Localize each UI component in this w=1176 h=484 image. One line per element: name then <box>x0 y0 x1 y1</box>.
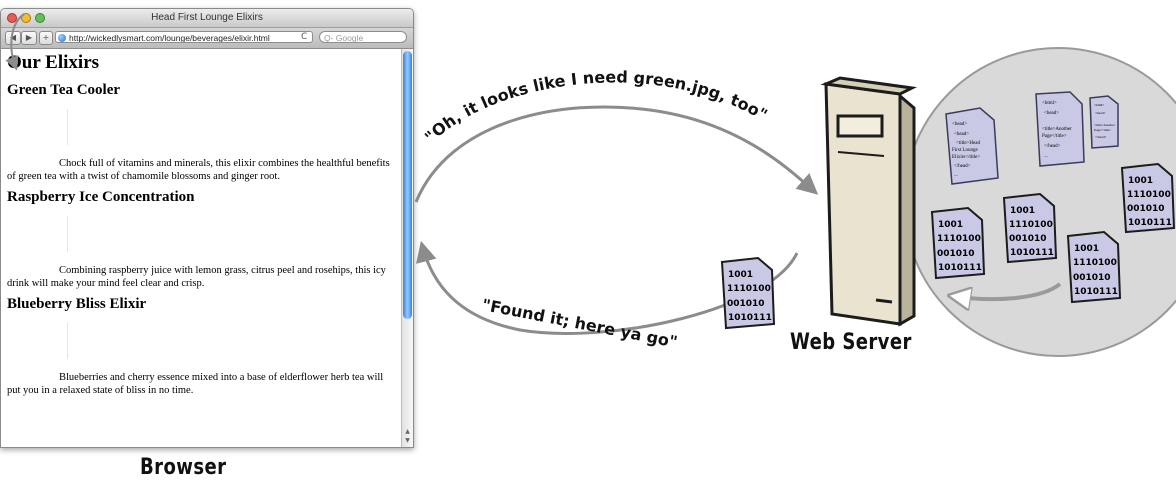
file-line: </head> <box>954 164 971 169</box>
binary-line: 001010 <box>1073 273 1111 283</box>
browser-window: Head First Lounge Elixirs ◀ ▶ + http://w… <box>0 8 414 448</box>
search-input[interactable]: Q- Google <box>319 31 407 43</box>
zoom-window-icon[interactable] <box>35 13 45 23</box>
html-file-icon: <html> <head> <title>Another Page</title… <box>1089 95 1119 149</box>
binary-line: 1001 <box>938 220 963 230</box>
binary-line: 1010111 <box>1010 248 1054 258</box>
scroll-arrows-icon[interactable]: ▲▼ <box>405 428 410 444</box>
file-line: </head> <box>1044 144 1061 149</box>
browser-toolbar: ◀ ▶ + http://wickedlysmart.com/lounge/be… <box>1 28 413 49</box>
file-line: <head> <box>1044 111 1059 116</box>
elixir-title: Raspberry Ice Concentration <box>7 189 195 205</box>
curved-arrow-icon <box>5 13 25 71</box>
binary-line: 001010 <box>1127 204 1165 214</box>
binary-line: 1001 <box>728 270 753 280</box>
binary-line: 1110100 <box>727 284 771 294</box>
file-line: <html> <box>1094 103 1104 107</box>
forward-button[interactable]: ▶ <box>21 31 37 45</box>
vertical-scrollbar[interactable]: ▲▼ <box>401 49 413 447</box>
globe-icon <box>58 34 66 42</box>
file-line: <title>Head <box>956 141 980 146</box>
elixir-title: Green Tea Cooler <box>7 82 121 98</box>
window-title: Head First Lounge Elixirs <box>151 12 263 23</box>
binary-line: 1010111 <box>1128 218 1172 228</box>
file-line: ... <box>954 173 958 178</box>
binary-file-icon: 1001 1110100 001010 1010111 <box>930 206 986 280</box>
web-server-label: Web Server <box>790 330 912 355</box>
file-line: <html> <box>1042 101 1057 106</box>
file-line: Page</title> <box>1042 134 1067 139</box>
title-bar: Head First Lounge Elixirs <box>1 9 413 28</box>
page-content: Our Elixirs Green Tea Cooler Chock full … <box>1 49 401 447</box>
file-line: <title>Another <box>1042 127 1072 132</box>
image-placeholder <box>7 206 395 264</box>
reload-button[interactable]: C <box>301 32 308 42</box>
binary-line: 1001 <box>1074 244 1099 254</box>
html-file-icon: <html> <head> <title>Another Page</title… <box>1035 91 1085 167</box>
file-line: <title>Another <box>1094 123 1116 127</box>
file-line: <head> <box>954 132 969 137</box>
binary-line: 1001 <box>1128 176 1153 186</box>
file-line: ... <box>1044 154 1048 159</box>
file-line: <head> <box>1095 111 1106 115</box>
image-placeholder <box>7 313 395 371</box>
image-placeholder <box>7 99 395 157</box>
file-line: First Lounge <box>952 148 978 153</box>
binary-line: 001010 <box>727 299 765 309</box>
binary-line: 001010 <box>1009 234 1047 244</box>
storage-arrow <box>952 282 1062 299</box>
binary-line: 1010111 <box>728 313 772 323</box>
page-heading: Our Elixirs <box>7 52 100 73</box>
elixir-title: Blueberry Bliss Elixir <box>7 296 147 312</box>
binary-line: 1001 <box>1010 206 1035 216</box>
add-bookmark-button[interactable]: + <box>39 31 53 45</box>
binary-line: 1010111 <box>1074 287 1118 297</box>
binary-file-icon: 1001 1110100 001010 1010111 <box>1066 230 1122 304</box>
request-arrow <box>414 105 819 203</box>
binary-file-icon: 1001 1110100 001010 1010111 <box>720 256 776 330</box>
binary-line: 1110100 <box>1127 190 1171 200</box>
elixir-description: Chock full of vitamins and minerals, thi… <box>7 158 390 182</box>
traffic-lights-icon <box>7 13 45 23</box>
url-text: http://wickedlysmart.com/lounge/beverage… <box>69 33 270 43</box>
binary-line: 1010111 <box>938 263 982 273</box>
file-line: Elixirs</title> <box>952 155 980 160</box>
browser-label: Browser <box>140 455 227 480</box>
address-bar[interactable]: http://wickedlysmart.com/lounge/beverage… <box>55 31 313 43</box>
scroll-thumb[interactable] <box>403 51 412 319</box>
binary-line: 1110100 <box>1009 220 1053 230</box>
server-tower-icon <box>820 76 917 327</box>
binary-file-icon: 1001 1110100 001010 1010111 <box>1120 162 1176 234</box>
file-line: Page</title> <box>1094 128 1111 132</box>
file-line: </head> <box>1095 135 1107 139</box>
binary-line: 001010 <box>937 249 975 259</box>
elixir-description: Combining raspberry juice with lemon gra… <box>7 265 386 289</box>
file-line: <head> <box>952 122 967 127</box>
elixir-description: Blueberries and cherry essence mixed int… <box>7 372 384 396</box>
binary-file-icon: 1001 1110100 001010 1010111 <box>1002 192 1058 264</box>
binary-line: 1110100 <box>1073 258 1117 268</box>
minimize-window-icon[interactable] <box>21 13 31 23</box>
binary-line: 1110100 <box>937 234 981 244</box>
close-window-icon[interactable] <box>7 13 17 23</box>
html-file-icon: <head> <head> <title>Head First Lounge E… <box>945 107 999 185</box>
